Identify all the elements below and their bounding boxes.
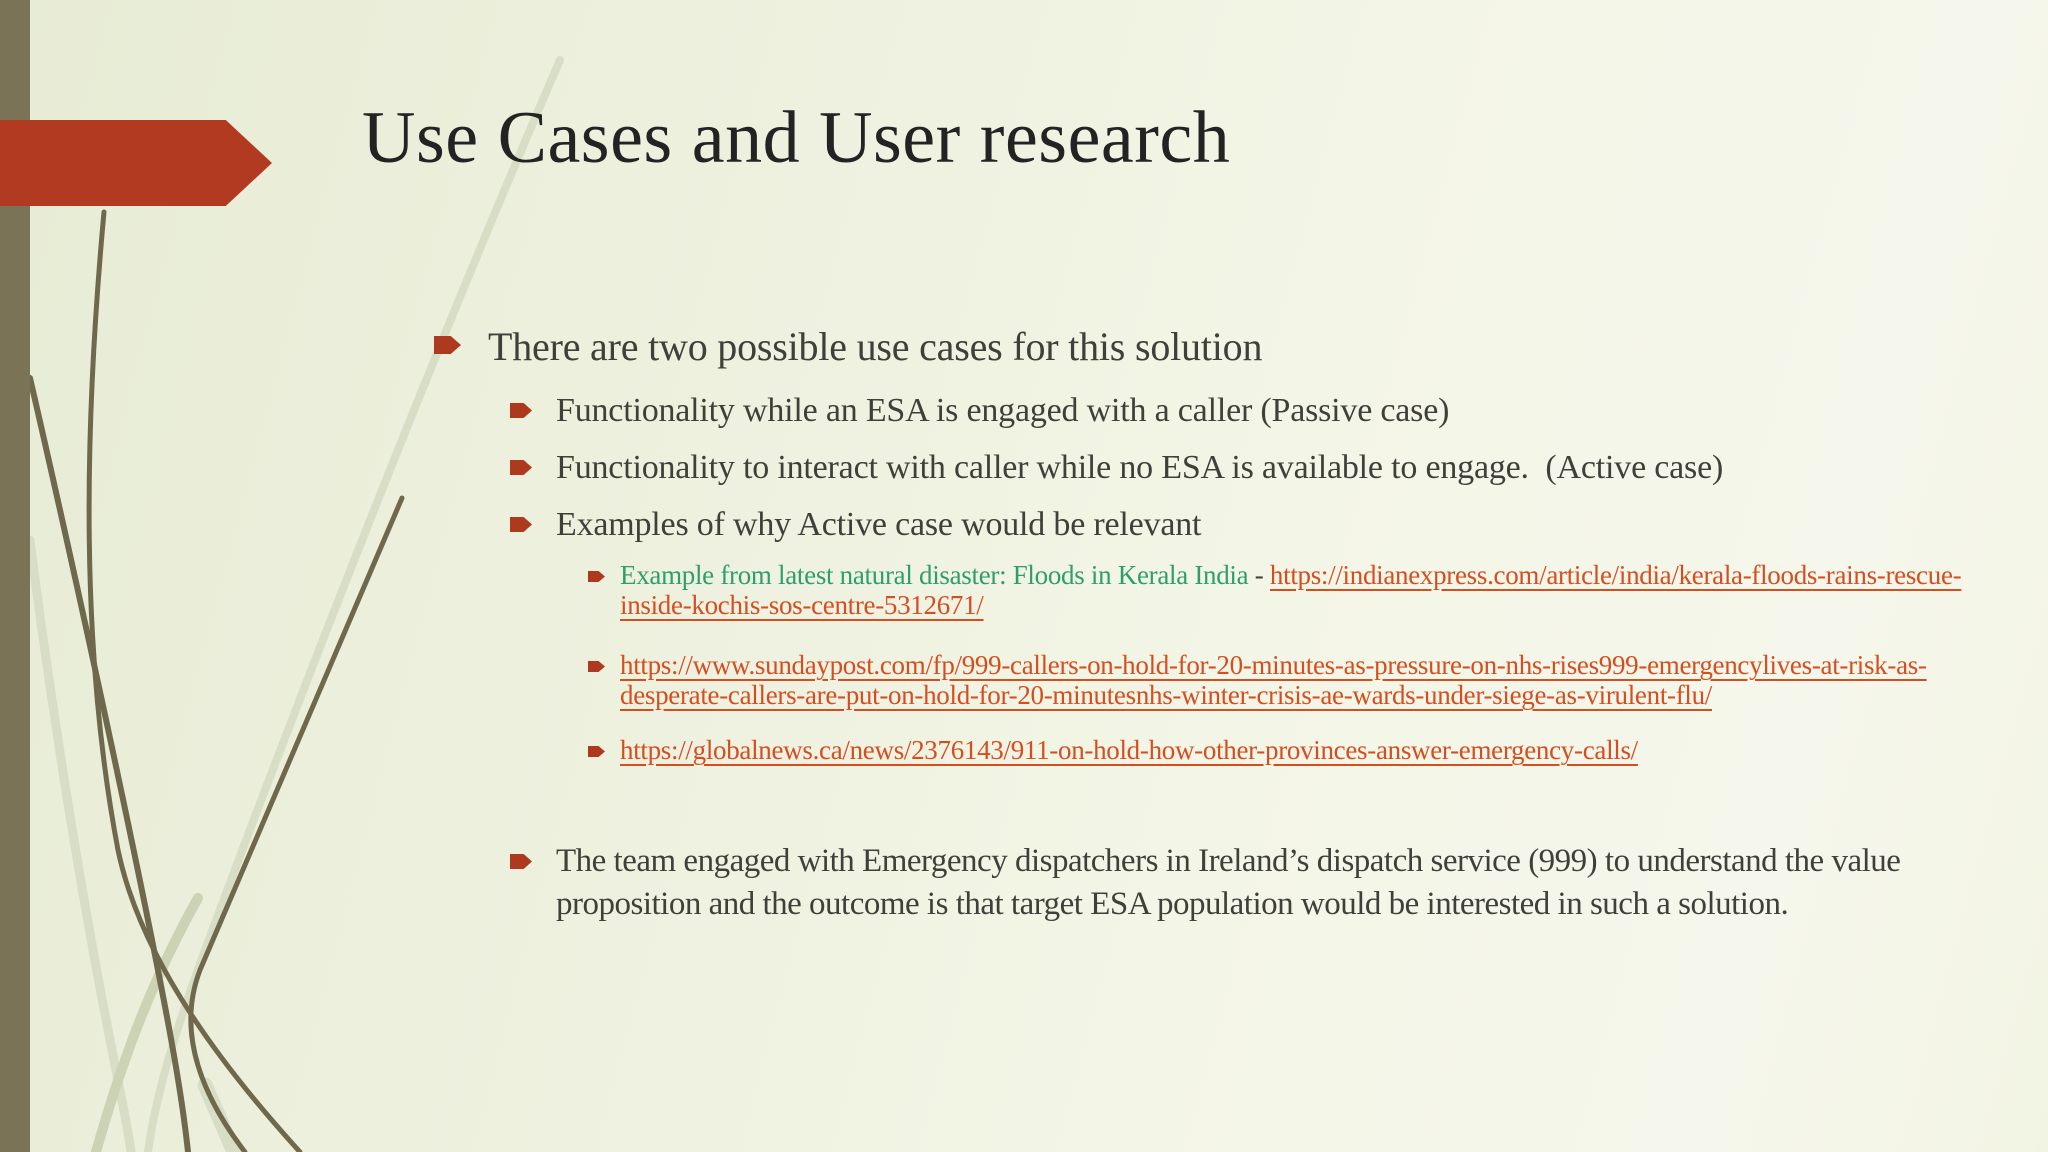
example-item-sundaypost: https://www.sundaypost.com/fp/999-caller… — [588, 650, 1980, 710]
bullet-arrow-icon — [510, 517, 532, 532]
bullet-level2-passive-case: Functionality while an ESA is engaged wi… — [510, 389, 1970, 433]
example-item-globalnews: https://globalnews.ca/news/2376143/911-o… — [588, 735, 1980, 765]
bullet-level1-text: There are two possible use cases for thi… — [488, 324, 1263, 369]
bullet-level2-active-case: Functionality to interact with caller wh… — [510, 446, 1970, 490]
bullet-level2-text: Functionality to interact with caller wh… — [556, 449, 1724, 486]
bullet-closing-statement: The team engaged with Emergency dispatch… — [510, 840, 1954, 926]
page-title: Use Cases and User research — [362, 97, 1231, 179]
bullet-arrow-icon — [588, 746, 605, 757]
bullet-level1: There are two possible use cases for thi… — [434, 322, 1262, 372]
closing-text: The team engaged with Emergency dispatch… — [556, 843, 1901, 922]
example-item-kerala-floods: Example from latest natural disaster: Fl… — [588, 560, 1980, 620]
label-link-separator: - — [1248, 560, 1270, 590]
bullet-arrow-icon — [510, 460, 532, 475]
bullet-level2-text: Examples of why Active case would be rel… — [556, 506, 1202, 543]
bullet-level2-examples: Examples of why Active case would be rel… — [510, 503, 1970, 547]
bullet-level2-text: Functionality while an ESA is engaged wi… — [556, 392, 1450, 429]
bullet-arrow-icon — [510, 403, 532, 418]
example-label: Example from latest natural disaster: Fl… — [620, 560, 1249, 590]
bullet-arrow-icon — [588, 661, 605, 672]
link-indianexpress[interactable]: https://indianexpress.com/article/india/… — [620, 560, 1962, 620]
bullet-arrow-icon — [510, 854, 532, 869]
title-arrow-shape — [0, 120, 272, 206]
link-globalnews[interactable]: https://globalnews.ca/news/2376143/911-o… — [620, 735, 1638, 765]
bullet-arrow-icon — [588, 571, 605, 582]
bullet-arrow-icon — [434, 336, 461, 354]
link-sundaypost[interactable]: https://www.sundaypost.com/fp/999-caller… — [620, 650, 1927, 710]
